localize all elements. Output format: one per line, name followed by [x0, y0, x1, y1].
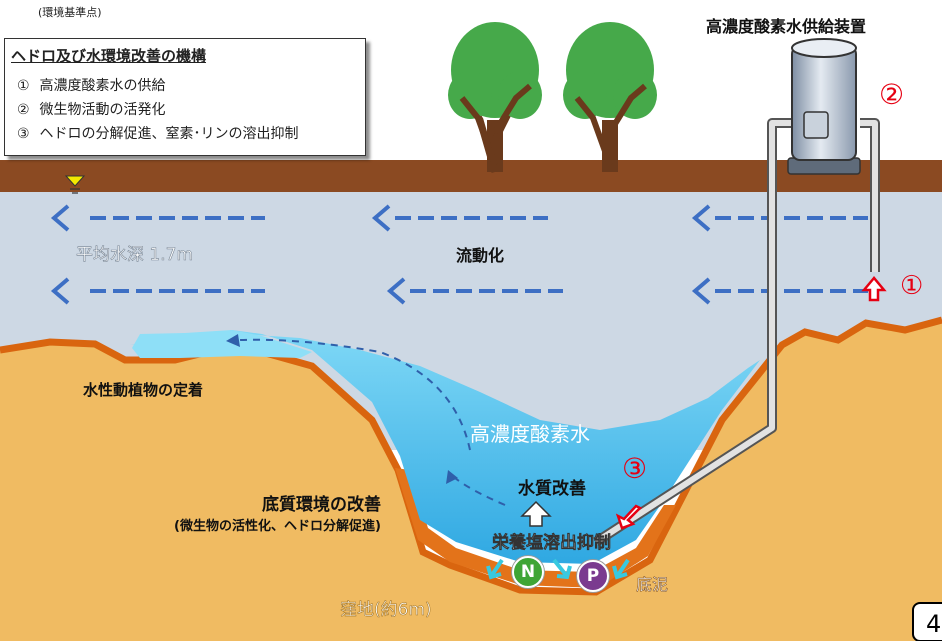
plume-arrowhead-2: [446, 470, 458, 484]
sediment-env-label: 底質環境の改善: [262, 495, 381, 515]
mechanism-legend: ヘドロ及び水環境改善の機構 ① 高濃度酸素水の供給 ② 微生物活動の活発化 ③ …: [4, 38, 366, 156]
sediment-env-sub: (微生物の活性化、ヘドロ分解促進): [174, 519, 381, 534]
oxygen-water-left: [132, 330, 312, 358]
device-title: 高濃度酸素水供給装置: [706, 17, 867, 36]
ground-outline: [0, 316, 942, 596]
marker-one: ①: [900, 271, 924, 301]
flow-label: 流動化: [456, 246, 505, 265]
plume-arrowhead: [226, 334, 240, 347]
supply-pipe-inner: [594, 120, 878, 545]
plume-flow-paths: [239, 338, 506, 506]
phosphorus-badge: P: [577, 560, 609, 592]
tree-right: [563, 22, 657, 172]
legend-item-number: ③: [17, 126, 30, 142]
flow-arrowheads: [50, 204, 711, 305]
legend-item-number: ①: [17, 78, 30, 94]
mud-label: 底泥: [636, 575, 669, 595]
marker-two: ②: [879, 78, 905, 111]
legend-item: ② 微生物活動の活発化: [17, 99, 165, 119]
depression-label: 窪地(約6m): [340, 600, 432, 621]
tree-left: [448, 22, 542, 173]
oxygen-water-label: 高濃度酸素水: [470, 422, 590, 446]
legend-item: ① 高濃度酸素水の供給: [17, 75, 165, 95]
page-number: 4: [912, 602, 942, 641]
legend-title: ヘドロ及び水環境改善の機構: [11, 47, 207, 65]
avg-depth-label: 平均水深 1.7m: [76, 245, 194, 266]
standard-point-label: (環境基準点): [38, 6, 102, 19]
river-bank: [0, 160, 942, 192]
legend-item-text: 微生物活動の活発化: [39, 102, 166, 118]
legend-item-number: ②: [17, 102, 30, 118]
nitrogen-badge: N: [512, 556, 544, 588]
inlet-arrow: [861, 276, 887, 302]
legend-item: ③ ヘドロの分解促進、窒素･リンの溶出抑制: [17, 123, 298, 143]
nutrient-label: 栄養塩溶出抑制: [492, 533, 612, 554]
legend-item-text: ヘドロの分解促進、窒素･リンの溶出抑制: [39, 126, 299, 142]
flow-arrows: [90, 216, 868, 293]
oxygen-water-plume: [130, 330, 760, 564]
outlet-arrow: [615, 504, 643, 530]
ground-soil: [0, 320, 942, 641]
water-level-marker: [64, 175, 86, 194]
nutrient-arrows: [486, 558, 630, 580]
mud-layer: [395, 468, 676, 588]
aquatic-label: 水性動植物の定着: [83, 381, 204, 399]
oxygen-device: [787, 38, 861, 175]
water-quality-label: 水質改善: [518, 479, 586, 499]
improve-arrow: [520, 500, 552, 527]
legend-item-text: 高濃度酸素水の供給: [39, 78, 166, 94]
marker-three: ③: [622, 452, 648, 485]
